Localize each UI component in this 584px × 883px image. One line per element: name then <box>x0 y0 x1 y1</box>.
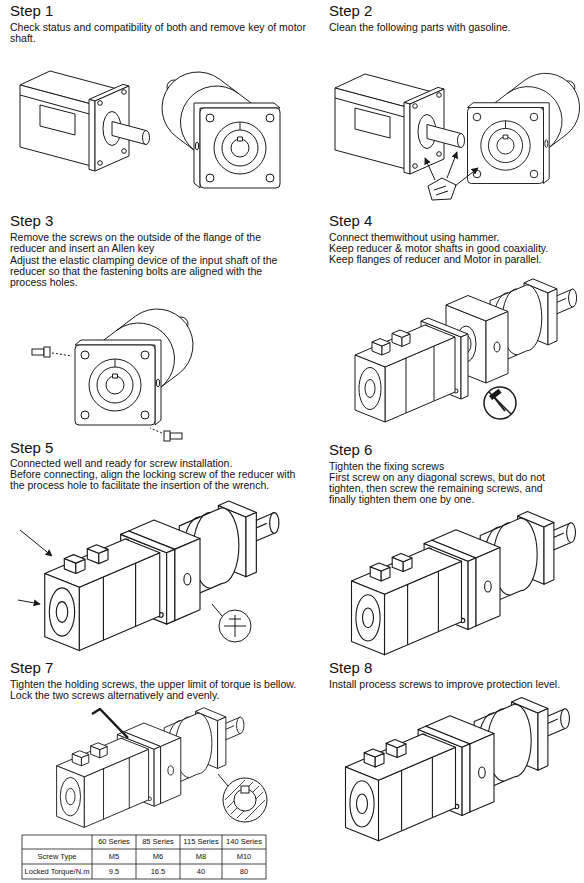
step1-figure <box>20 71 280 188</box>
motor <box>346 726 470 840</box>
reducer <box>162 72 280 188</box>
step-text: Remove the screws on the outside of the … <box>10 232 295 254</box>
step-heading: Step 3 <box>10 213 53 229</box>
detail-mark <box>224 615 246 637</box>
table-cell: M5 <box>92 849 136 864</box>
table-cell: 85 Series <box>136 835 180 849</box>
reducer <box>468 73 580 183</box>
table-cell: M10 <box>222 849 266 864</box>
reducer <box>75 309 193 425</box>
step-heading: Step 6 <box>329 442 372 458</box>
step-heading: Step 2 <box>329 3 372 19</box>
step-text: First screw on any diagonal screws, but … <box>329 472 569 505</box>
step-text: Adjust the elastic clamping device of th… <box>10 255 295 288</box>
leader-line <box>52 353 72 356</box>
step4-figure <box>355 279 577 422</box>
step-text: Install process screws to improve protec… <box>329 679 579 690</box>
step-text: Connect themwithout using hammer. <box>329 232 579 243</box>
table-cell: 9.5 <box>92 864 136 879</box>
table-cell: 16.5 <box>136 864 180 879</box>
table-cell: 80 <box>222 864 266 879</box>
step-text: Check status and compatibility of both a… <box>10 22 310 44</box>
detail-circle <box>219 610 251 642</box>
table-cell: 115 Series <box>180 835 222 849</box>
step-text: Tighten the fixing screws <box>329 461 579 472</box>
table-cell: 40 <box>180 864 222 879</box>
leader-line <box>150 428 162 433</box>
table-cell: M8 <box>180 849 222 864</box>
motor <box>352 540 476 654</box>
motor <box>355 318 468 422</box>
motor <box>57 732 161 828</box>
step-heading: Step 8 <box>329 660 372 676</box>
no-hammer-sign <box>484 387 516 419</box>
step-text: Keep flanges of reducer and Motor in par… <box>329 254 579 265</box>
motor <box>20 71 150 171</box>
pointer-arrow <box>20 530 52 556</box>
pointer-arrow <box>455 168 478 186</box>
step-text: Clean the following parts with gasoline. <box>329 22 579 33</box>
step5-figure <box>18 501 279 651</box>
cleaning-cloth <box>428 178 456 200</box>
motor <box>45 531 175 651</box>
step-text: Before connecting, align the locking scr… <box>10 469 310 491</box>
step-heading: Step 4 <box>329 213 372 229</box>
table-cell: Locked Torque/N.m <box>22 864 92 879</box>
step-heading: Step 5 <box>10 440 53 456</box>
step-text: Keep reducer & motor shafts in good coax… <box>329 243 579 254</box>
leader-line <box>218 774 228 786</box>
table-cell: M6 <box>136 849 180 864</box>
leader-line <box>212 604 222 616</box>
motor <box>335 74 465 174</box>
detail-circle <box>215 760 275 822</box>
pointer-arrow <box>447 152 457 178</box>
step6-figure <box>352 512 576 655</box>
table-cell: 140 Series <box>222 835 266 849</box>
allen-key <box>92 709 128 738</box>
step-heading: Step 7 <box>10 660 53 676</box>
screw <box>164 431 182 441</box>
step-text: Connected well and ready for screw insta… <box>10 458 310 469</box>
step-text: Tighten the holding screws, the upper li… <box>10 679 332 690</box>
pointer-arrow <box>18 600 40 604</box>
step3-figure <box>32 309 193 441</box>
table-cell: 60 Series <box>92 835 136 849</box>
table-cell: Screw Type <box>22 849 92 864</box>
step7-figure <box>57 708 275 828</box>
step-text: Lock the two screws alternatively and ev… <box>10 690 310 701</box>
screw <box>32 347 50 357</box>
step-heading: Step 1 <box>10 3 53 19</box>
cloth-fold <box>434 186 448 195</box>
pointer-arrow <box>425 158 435 180</box>
step2-figure <box>335 73 580 200</box>
table-grid <box>22 835 266 879</box>
step8-figure <box>346 698 570 841</box>
